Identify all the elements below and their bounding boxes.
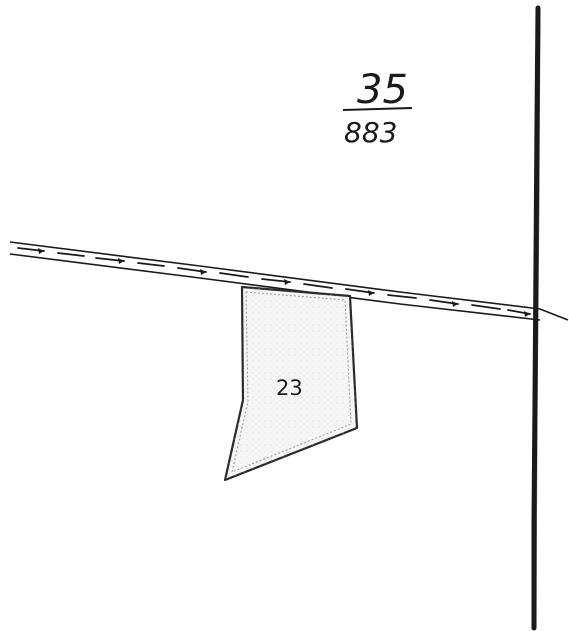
cadastral-denominator: 883	[344, 116, 397, 149]
road-double-line	[9, 241, 569, 321]
plot-number-label: 23	[276, 376, 303, 400]
plot-23-parcel[interactable]	[223, 285, 359, 482]
cadastral-fraction-label: 35 883	[342, 67, 413, 149]
fraction-bar	[342, 107, 413, 111]
cadastral-numerator: 35	[357, 67, 408, 113]
road-arrow-heads	[38, 248, 530, 317]
vertical-boundary-line	[531, 5, 541, 631]
